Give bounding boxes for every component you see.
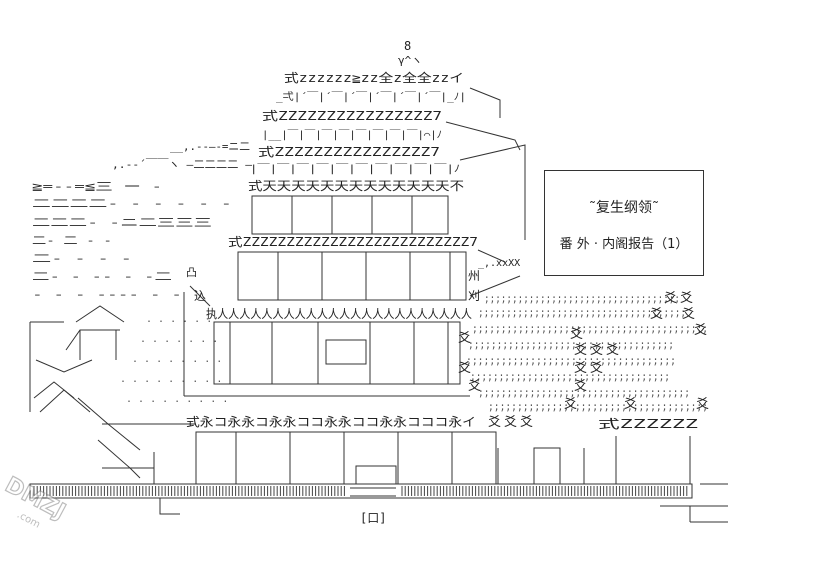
svg-text:二‐ ‐ ‐‐ ‐ ‐二: 二‐ ‐ ‐‐ ‐ ‐二 [32,270,172,283]
svg-text:二二二二‐ ‐ ‐ ‐ ‐ ‐: 二二二二‐ ‐ ‐ ‐ ‐ ‐ [32,197,232,210]
front-wall [29,483,693,499]
svg-text:爻: 爻 [682,307,695,322]
svg-text:爻: 爻 [564,397,577,412]
roof-detail-2: |__|￣|￣|￣|￣|￣|￣|￣|￣|⌒|ﾉ [262,128,442,141]
svg-text:爻: 爻 [664,291,677,306]
spire-glyph: 8 [404,39,411,53]
caption-title: ˜复生纲领˜ [589,200,659,216]
svg-text:爻: 爻 [680,291,693,306]
svg-text:爻: 爻 [624,397,637,412]
svg-text:;;;;;;;;;;;;;;;;;;;;;;;;;;;;;;: ;;;;;;;;;;;;;;;;;;;;;;;;;;;;;;;;;;;;;;;;… [472,322,708,335]
svg-text:爻: 爻 [694,323,707,338]
svg-text:;;;;;;;;;;;;;;;;;;;;;;;;;;;;;;: ;;;;;;;;;;;;;;;;;;;;;;;;;;;;;;;;;;; [484,292,680,305]
gate-house [497,436,728,523]
svg-text:;;;;;;;;;;;;;;;;;;;;;;;;;;;;;;: ;;;;;;;;;;;;;;;;;;;;;;;;;;;;;;;;;;; [470,370,670,383]
svg-text:. . . . . .: . . . . . . [146,314,212,325]
svg-text:;;;;;;;;;;;;;;;;;;;;;;;;;;;;;;: ;;;;;;;;;;;;;;;;;;;;;;;;;;;;;;;;;;;;;; [488,400,708,413]
roof-row-4: 式天天天天天天天天天天天天天不 [248,179,464,193]
side-label-ru: 込 [194,289,206,303]
svg-text:. . . . . . . . .: . . . . . . . . . [120,374,222,385]
spire-tip: γ^ヽ [398,54,422,67]
svg-text:;;;;;;;;;;;;;;;;;;;;;;;;;;;;;;: ;;;;;;;;;;;;;;;;;;;;;;;;;;;;;;;;;;;; [466,354,676,367]
right-trees: ;;;;;;;;;;;;;;;;;;;;;;;;;;;;;;;;;;; ;;;;… [466,292,708,413]
gate-posts [159,487,396,515]
roof-detail-3: |￣|￣|￣|￣|￣|￣|￣|￣|￣|￣|ﾉ [250,162,460,175]
svg-text:爻: 爻 [520,415,533,430]
svg-text:二‐ 二 ‐ ‐: 二‐ 二 ‐ ‐ [32,234,112,247]
side-label-tu: 凸 [186,266,197,279]
svg-text:爻: 爻 [590,361,603,376]
roof-row-5: 式ZZZZZZZZZZZZZZZZZZZZZZZZZZ7 [228,235,478,249]
roof-detail-1: _弌|´￣|´￣|´￣|´￣|´￣|´￣|_ﾉ| [276,90,466,103]
left-gate [29,305,155,484]
watermark-logo: DMZJ .com [0,472,70,531]
roof-flank-lines [445,87,526,263]
path-dots: . . . . . . . . . . . . . . . . . . . . … [120,314,228,405]
svg-text:‐ ‐ ‐ ‐‐‐‐ ‐ ‐: ‐ ‐ ‐ ‐‐‐‐ ‐ ‐ [32,288,182,301]
side-label-yi: 刈 [468,289,480,303]
svg-text:;;;;;;;;;;;;;;;;;;;;;;;;;;;;;;: ;;;;;;;;;;;;;;;;;;;;;;;;;;;;;;;;;;;;; [478,306,686,319]
svg-text:. . . . . . . . .: . . . . . . . . . [126,394,228,405]
svg-text:爻: 爻 [590,343,603,358]
hall-structure [102,195,521,485]
svg-text:爻: 爻 [468,379,481,394]
svg-text:爻: 爻 [574,379,587,394]
svg-text:爻: 爻 [458,361,471,376]
svg-text:爻: 爻 [504,415,517,430]
svg-text:二‐ ‐ ‐ ‐: 二‐ ‐ ‐ ‐ [32,252,132,265]
svg-text:爻: 爻 [458,331,471,346]
roof-row-1: 式zzzzzz≧zz全z全全zzイ [284,70,464,85]
svg-text:爻: 爻 [650,307,663,322]
caption-box: ˜复生纲领˜ 番 外 · 内阁报告（1） [544,170,704,276]
svg-text:__,.-‐―‐=ニ二: __,.-‐―‐=ニ二 [170,140,250,153]
svg-text:爻: 爻 [574,361,587,376]
svg-text:爻: 爻 [570,327,583,342]
svg-text:,.-‐´￣￣ヽ ―二二二二 ―: ,.-‐´￣￣ヽ ―二二二二 ― [112,157,252,171]
svg-text:爻: 爻 [696,397,709,412]
svg-text:二二二‐ ‐ニ二三三三: 二二二‐ ‐ニ二三三三 [32,216,212,229]
svg-text:爻: 爻 [606,343,619,358]
lower-eave: 式永コ永永コ永永ココ永永ココ永永コココ永イ [186,415,476,429]
svg-text:. . . . . . . .: . . . . . . . . [132,354,222,365]
gate-label: [口] [360,511,386,525]
side-eave: 式ZZZZZZ [598,417,698,431]
side-label-zhou: 州 [468,269,480,283]
caption-subtitle: 番 外 · 内阁报告（1） [559,237,689,252]
svg-text:爻: 爻 [574,343,587,358]
roof-row-3: 式ZZZZZZZZZZZZZZZZ7 [258,145,440,159]
tree-glyphs: 爻 爻 爻 爻 爻 爻 爻 爻 爻 爻 爻 爻 爻 爻 爻 爻 爻 爻 爻 爻 … [458,291,709,430]
balcony-row: 执人人人人人人人人人人人人人人人人人人人人人人人 [206,307,472,321]
svg-text:;;;;;;;;;;;;;;;;;;;;;;;;;;;;;;: ;;;;;;;;;;;;;;;;;;;;;;;;;;;;;;;;;;;; [468,338,674,351]
svg-text:爻: 爻 [488,415,501,430]
svg-text:≧=‐‐=≦三 ー ‐: ≧=‐‐=≦三 ー ‐ [32,180,162,193]
svg-text:. . . . . . .: . . . . . . . [140,334,218,345]
svg-text:;;;;;;;;;;;;;;;;;;;;;;;;;;;;;;: ;;;;;;;;;;;;;;;;;;;;;;;;;;;;;;;;;;;;; [478,386,690,399]
left-hills: __,.-‐―‐=ニ二 ,.-‐´￣￣ヽ ―二二二二 ― ≧=‐‐=≦三 ー ‐… [32,140,252,301]
dotted-sprig: _,.xxXX [478,258,520,269]
roof-row-2: 式ZZZZZZZZZZZZZZZZ7 [262,109,442,123]
